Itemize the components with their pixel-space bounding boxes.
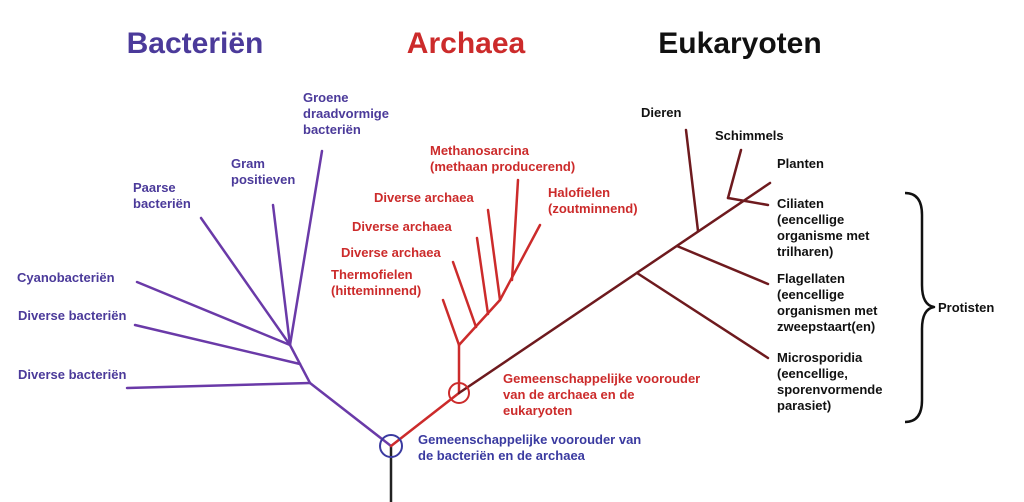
heading-bacteria: Bacteriën: [127, 27, 264, 60]
label-green-filamentous: Groene draadvormige bacteriën: [303, 90, 393, 137]
label-gram-positive: Gram positieven: [231, 156, 295, 187]
archaea-branches: [389, 178, 542, 448]
branch-diverse-archaea-1: [486, 208, 502, 302]
label-diverse-bacteria-2: Diverse bacteriën: [18, 367, 126, 382]
ancestor-marker-bacteria-archaea: [379, 434, 403, 458]
branch-methanosarcina: [510, 178, 520, 282]
heading-eukaryota: Eukaryoten: [658, 27, 821, 60]
label-fungi: Schimmels: [715, 128, 784, 143]
label-ancestor-archaea-eukaryota: Gemeenschappelijke voorouder van de arch…: [503, 371, 704, 418]
branch-bacteria-main: [308, 381, 393, 448]
branch-cyanobacteria: [135, 280, 292, 347]
protists-brace: [904, 191, 936, 424]
ancestor-marker-archaea-eukaryota: [448, 382, 470, 404]
ancestor-labels: Gemeenschappelijke voorouder van de arch…: [418, 371, 704, 463]
branch-fungi: [726, 148, 743, 200]
bacteria-labels: Groene draadvormige bacteriën Gram posit…: [17, 90, 393, 382]
label-animals: Dieren: [641, 105, 682, 120]
eukaryota-labels: Dieren Schimmels Planten Ciliaten (eence…: [641, 105, 994, 413]
branch-purple-bacteria: [199, 216, 292, 347]
label-purple-bacteria: Paarse bacteriën: [133, 180, 191, 211]
branch-ciliates: [726, 196, 770, 207]
label-diverse-bacteria-1: Diverse bacteriën: [18, 308, 126, 323]
branch-archaea-inner: [457, 298, 502, 347]
label-diverse-archaea-1: Diverse archaea: [374, 190, 475, 205]
label-ancestor-bacteria-archaea: Gemeenschappelijke voorouder van de bact…: [418, 432, 645, 463]
label-flagellates: Flagellaten (eencellige organismen met z…: [777, 271, 881, 334]
branch-diverse-bacteria-1: [133, 323, 302, 366]
label-cyanobacteria: Cyanobacteriën: [17, 270, 115, 285]
branch-archaea-eukaryota-stem: [389, 391, 461, 448]
label-diverse-archaea-3: Diverse archaea: [341, 245, 442, 260]
branch-eukaryota-main: [457, 181, 772, 395]
branch-thermophiles: [441, 298, 461, 347]
label-methanosarcina: Methanosarcina (methaan producerend): [430, 143, 575, 174]
heading-archaea: Archaea: [407, 27, 526, 60]
archaea-labels: Methanosarcina (methaan producerend) Hal…: [331, 143, 638, 298]
label-thermophiles: Thermofielen (hitteminnend): [331, 267, 421, 298]
label-microsporidia: Microsporidia (eencellige, sporenvormend…: [777, 350, 886, 413]
label-plants: Planten: [777, 156, 824, 171]
branch-diverse-bacteria-2: [125, 381, 312, 390]
label-protists: Protisten: [938, 300, 994, 315]
bacteria-branches: [125, 149, 393, 448]
branch-flagellates: [675, 244, 770, 286]
eukaryota-branches: [457, 128, 772, 395]
branch-gram-positive: [271, 203, 292, 347]
label-diverse-archaea-2: Diverse archaea: [352, 219, 453, 234]
branch-diverse-archaea-2: [475, 236, 490, 316]
branch-diverse-archaea-3: [451, 260, 478, 329]
label-halophiles: Halofielen (zoutminnend): [548, 185, 638, 216]
branch-green-filamentous: [288, 149, 324, 347]
branch-animals: [684, 128, 700, 233]
label-ciliates: Ciliaten (eencellige organisme met trilh…: [777, 196, 873, 259]
branch-archaea-upper: [498, 223, 542, 302]
branch-microsporidia: [635, 271, 770, 360]
